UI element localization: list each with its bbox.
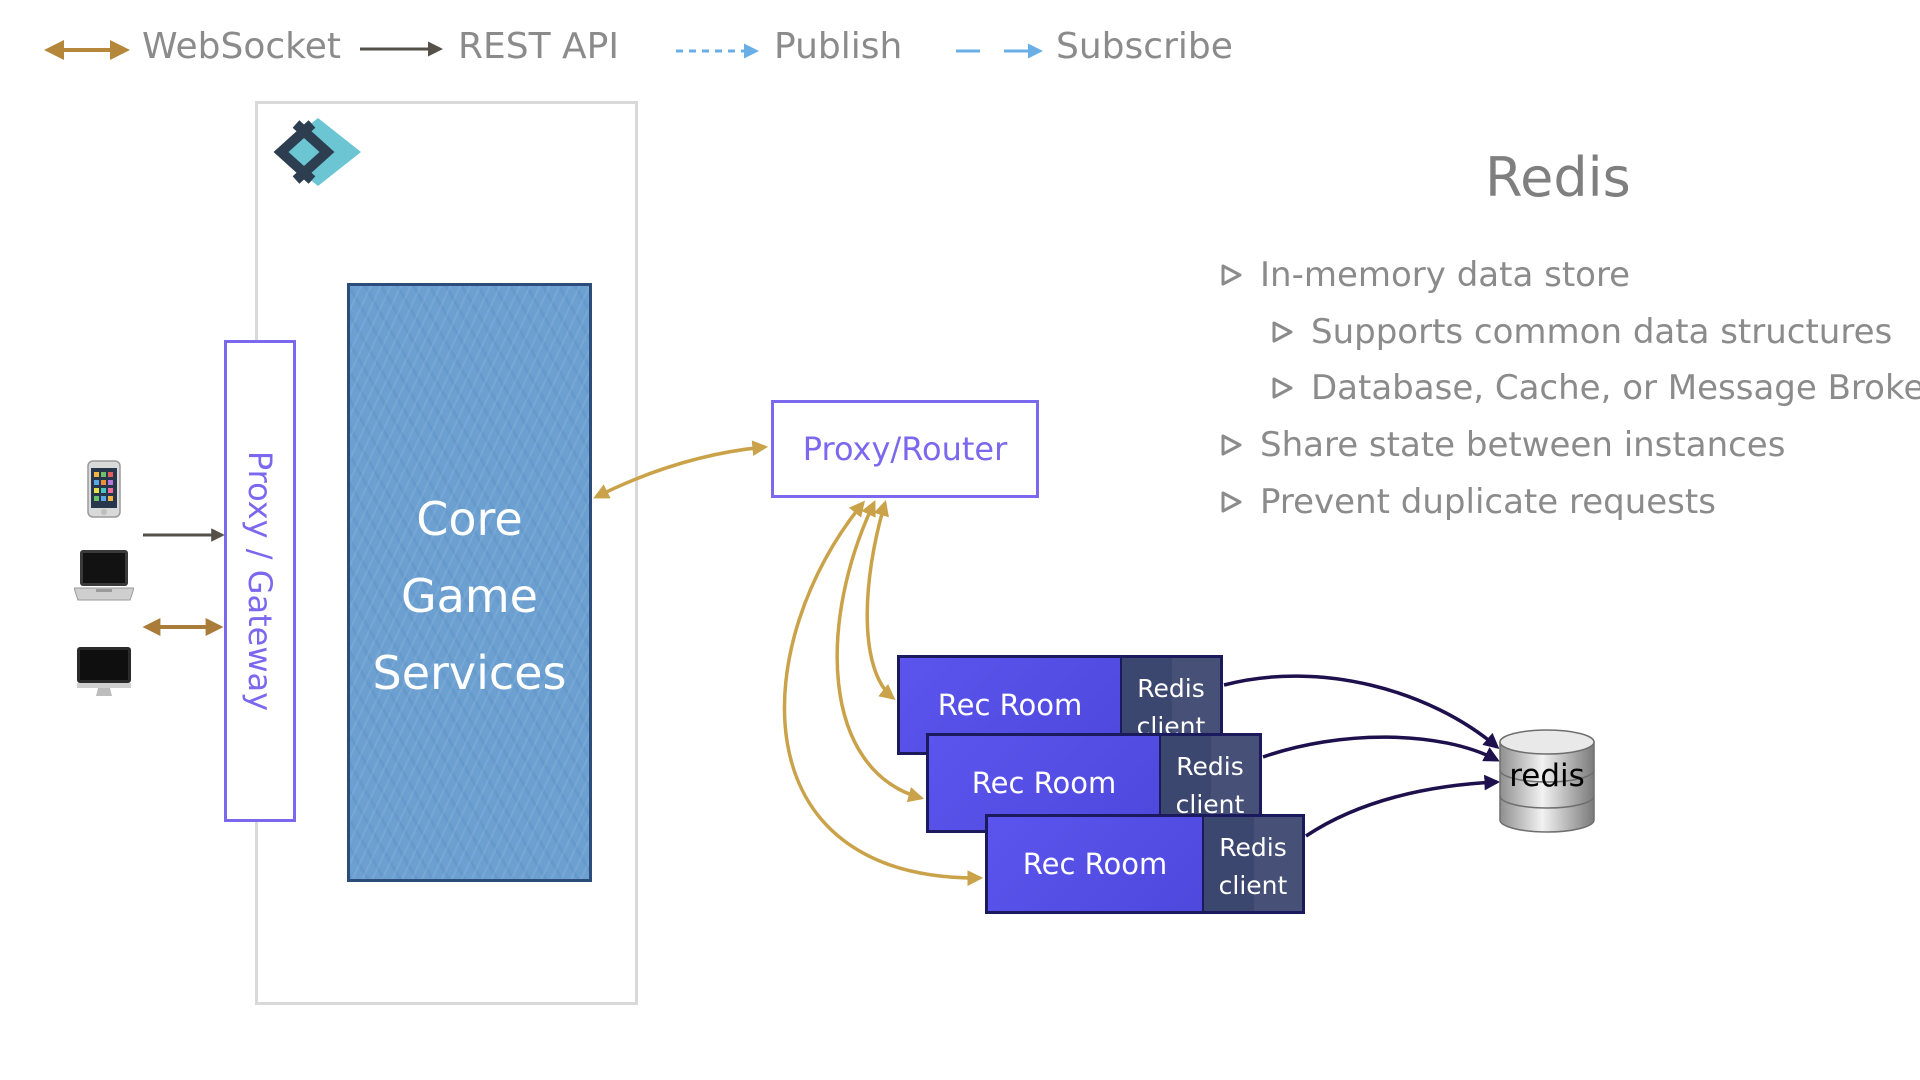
rec-room-3: Rec Room Redis client [985,814,1305,914]
legend-websocket-label: WebSocket [142,26,341,67]
bullet-triangle-icon [1221,434,1242,456]
bullet-item: Supports common data structures [1271,312,1892,352]
bullet-item: Database, Cache, or Message Broker [1271,368,1920,408]
rec-room-3-label: Rec Room [1022,847,1168,881]
bullet-text: Prevent duplicate requests [1260,482,1716,522]
laptop-icon [74,550,134,601]
bullet-text: In-memory data store [1260,255,1631,295]
legend-rest-label: REST API [458,26,619,67]
desktop-icon [77,647,131,696]
bullet-triangle-icon [1221,491,1242,513]
proxy-gateway-label: Proxy / Gateway [241,450,279,712]
core-game-services: Core Game Services [347,283,592,882]
proxy-router-label: Proxy/Router [802,430,1008,468]
rec-room-3-client-line1: Redis [1219,833,1287,862]
proxy-router: Proxy/Router [771,400,1039,498]
rec-room-1-client-line1: Redis [1137,674,1205,703]
core-line-2: Game [401,569,538,623]
redis-database: redis [1497,728,1597,840]
database-icon [1499,729,1595,833]
legend-publish-label: Publish [774,26,903,67]
panel-title: Redis [1485,146,1631,209]
rec-room-3-client-shade [1254,817,1302,911]
rec-room-2-label: Rec Room [971,766,1117,800]
bullet-triangle-icon [1272,377,1293,399]
bullet-item: In-memory data store [1220,255,1630,295]
bullet-item: Prevent duplicate requests [1220,482,1716,522]
rec-room-3-client-line2: client [1218,871,1288,900]
redis-database-label: redis [1509,758,1585,794]
bullet-text: Supports common data structures [1311,312,1893,352]
legend-subscribe-label: Subscribe [1056,26,1233,67]
phone-icon [87,460,121,518]
bullet-triangle-icon [1221,264,1242,286]
rec-room-2-client-line1: Redis [1176,752,1244,781]
bullet-triangle-icon [1272,321,1293,343]
core-game-services-label: Core Game Services [350,481,589,712]
bullet-item: Share state between instances [1220,425,1785,465]
core-line-3: Services [372,646,567,700]
bullet-text: Database, Cache, or Message Broker [1311,368,1920,408]
bullet-text: Share state between instances [1260,425,1786,465]
core-line-1: Core [416,492,523,546]
proxy-gateway: Proxy / Gateway [224,340,296,822]
rec-room-3-redis-client: Redis client [1202,817,1302,911]
